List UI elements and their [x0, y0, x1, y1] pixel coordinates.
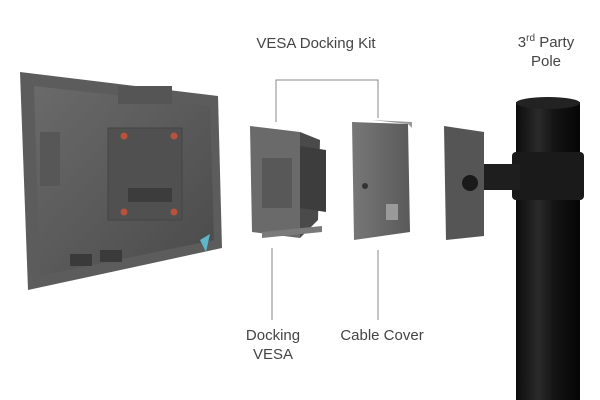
- pole-label-word: Party: [535, 34, 575, 51]
- cable-cover-label: Cable Cover: [332, 326, 432, 345]
- docking-label-line1: Docking: [245, 327, 301, 344]
- cable-cover-text: Cable Cover: [340, 327, 424, 344]
- pole: [516, 102, 580, 400]
- third-party-pole-label: 3rd Party Pole: [496, 33, 596, 71]
- screw-hole: [120, 132, 128, 140]
- pole-clamp: [512, 152, 584, 200]
- screw-hole: [120, 208, 128, 216]
- pole-label-number: 3: [517, 34, 527, 51]
- callout-lines: [271, 79, 379, 320]
- docking-slot: [128, 188, 172, 202]
- speaker-grille: [70, 250, 122, 266]
- party-pole-assembly: [444, 97, 584, 400]
- kit-title-text: VESA Docking Kit: [256, 35, 376, 52]
- vesa-docking-kit-label: VESA Docking Kit: [236, 34, 396, 53]
- tablet-display-rear: [20, 72, 222, 290]
- docking-vesa-label: Docking VESA: [228, 326, 318, 364]
- pole-label-line2: Pole: [530, 53, 562, 70]
- status-led: [200, 234, 210, 252]
- screw-hole: [170, 132, 178, 140]
- docking-vesa-bracket: [250, 126, 326, 238]
- pole-label-line1: 3rd Party: [496, 33, 596, 52]
- side-panel: [40, 132, 60, 186]
- screw-hole: [170, 208, 178, 216]
- top-vent: [118, 86, 172, 104]
- vesa-plate: [107, 127, 183, 221]
- pole-label-superscript: rd: [526, 33, 536, 44]
- cable-cover: [352, 120, 412, 240]
- docking-label-line2: VESA: [252, 346, 294, 363]
